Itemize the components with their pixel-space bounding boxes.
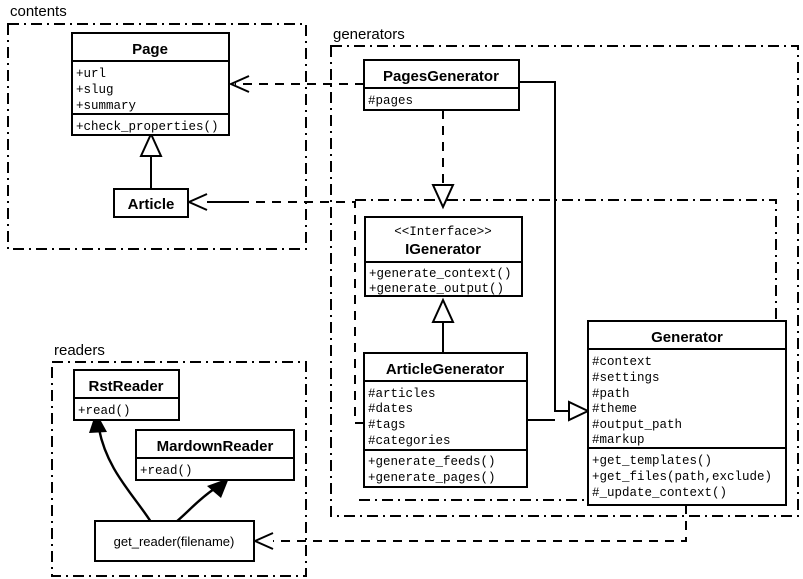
class-box-article[interactable]: Article bbox=[113, 188, 189, 218]
class-attribute: #markup bbox=[592, 433, 645, 447]
package-label-contents: contents bbox=[10, 3, 67, 20]
package-label-generators: generators bbox=[333, 26, 405, 43]
class-box-rstreader[interactable]: RstReader +read() bbox=[73, 369, 180, 421]
class-title-pagesgenerator: PagesGenerator bbox=[383, 68, 499, 85]
class-attribute: #dates bbox=[368, 402, 413, 416]
package-border-generators-inner bbox=[355, 199, 777, 501]
package-border-contents bbox=[7, 23, 307, 250]
class-box-page[interactable]: Page +url +slug +summary +check_properti… bbox=[71, 32, 230, 136]
class-method: +get_templates() bbox=[592, 454, 712, 468]
class-attribute: #pages bbox=[368, 94, 413, 108]
class-box-igenerator[interactable]: <<Interface>> IGenerator +generate_conte… bbox=[364, 216, 523, 297]
package-border-generators-outer bbox=[330, 45, 799, 517]
function-label-get-reader: get_reader(filename) bbox=[114, 534, 235, 549]
relationship-getreader-to-rstreader bbox=[89, 412, 153, 523]
relationship-articlegenerator-to-article bbox=[186, 193, 364, 424]
class-attribute: #output_path bbox=[592, 418, 682, 432]
class-stereotype-igenerator: <<Interface>> bbox=[394, 225, 492, 239]
class-method: +generate_context() bbox=[369, 267, 512, 281]
class-attribute: #categories bbox=[368, 434, 451, 448]
class-method: +get_files(path,exclude) bbox=[592, 470, 772, 484]
class-method: +generate_pages() bbox=[368, 471, 496, 485]
class-attribute: #context bbox=[592, 355, 652, 369]
class-box-articlegenerator[interactable]: ArticleGenerator #articles #dates #tags … bbox=[363, 352, 528, 488]
class-method: +read() bbox=[140, 464, 193, 478]
class-box-mardownreader[interactable]: MardownReader +read() bbox=[135, 429, 295, 481]
relationship-generators-to-generator bbox=[519, 81, 591, 422]
class-title-mardownreader: MardownReader bbox=[157, 438, 274, 455]
class-method: +generate_feeds() bbox=[368, 455, 496, 469]
class-title-igenerator: IGenerator bbox=[405, 241, 481, 258]
class-title-rstreader: RstReader bbox=[88, 378, 163, 395]
class-title-generator: Generator bbox=[651, 329, 723, 346]
package-label-readers: readers bbox=[54, 342, 105, 359]
class-attribute: #path bbox=[592, 387, 630, 401]
class-attribute: #theme bbox=[592, 402, 637, 416]
class-attribute: +summary bbox=[76, 99, 137, 113]
class-title-article: Article bbox=[128, 196, 175, 213]
class-method: #_update_context() bbox=[592, 486, 727, 500]
class-attribute: #settings bbox=[592, 371, 660, 385]
class-title-articlegenerator: ArticleGenerator bbox=[386, 361, 505, 378]
class-box-generator[interactable]: Generator #context #settings #path #them… bbox=[587, 320, 787, 506]
class-method: +check_properties() bbox=[76, 120, 219, 134]
relationship-article-to-page bbox=[139, 131, 163, 191]
relationship-pagesgenerator-to-page bbox=[228, 75, 364, 93]
relationship-getreader-to-mardownreader bbox=[175, 478, 229, 523]
class-method: +generate_output() bbox=[369, 282, 504, 296]
package-border-readers bbox=[51, 361, 307, 577]
relationship-pagesgenerator-to-igenerator bbox=[431, 110, 455, 210]
class-attribute: #tags bbox=[368, 418, 406, 432]
class-attribute: +url bbox=[76, 67, 106, 81]
class-title-page: Page bbox=[132, 41, 168, 58]
class-box-pagesgenerator[interactable]: PagesGenerator #pages bbox=[363, 59, 520, 111]
class-method: +read() bbox=[78, 404, 131, 418]
relationship-articlegenerator-to-igenerator bbox=[431, 297, 455, 354]
class-attribute: #articles bbox=[368, 387, 436, 401]
class-attribute: +slug bbox=[76, 83, 114, 97]
relationship-generator-to-getreader bbox=[252, 505, 687, 550]
function-box-get-reader[interactable]: get_reader(filename) bbox=[94, 520, 255, 562]
